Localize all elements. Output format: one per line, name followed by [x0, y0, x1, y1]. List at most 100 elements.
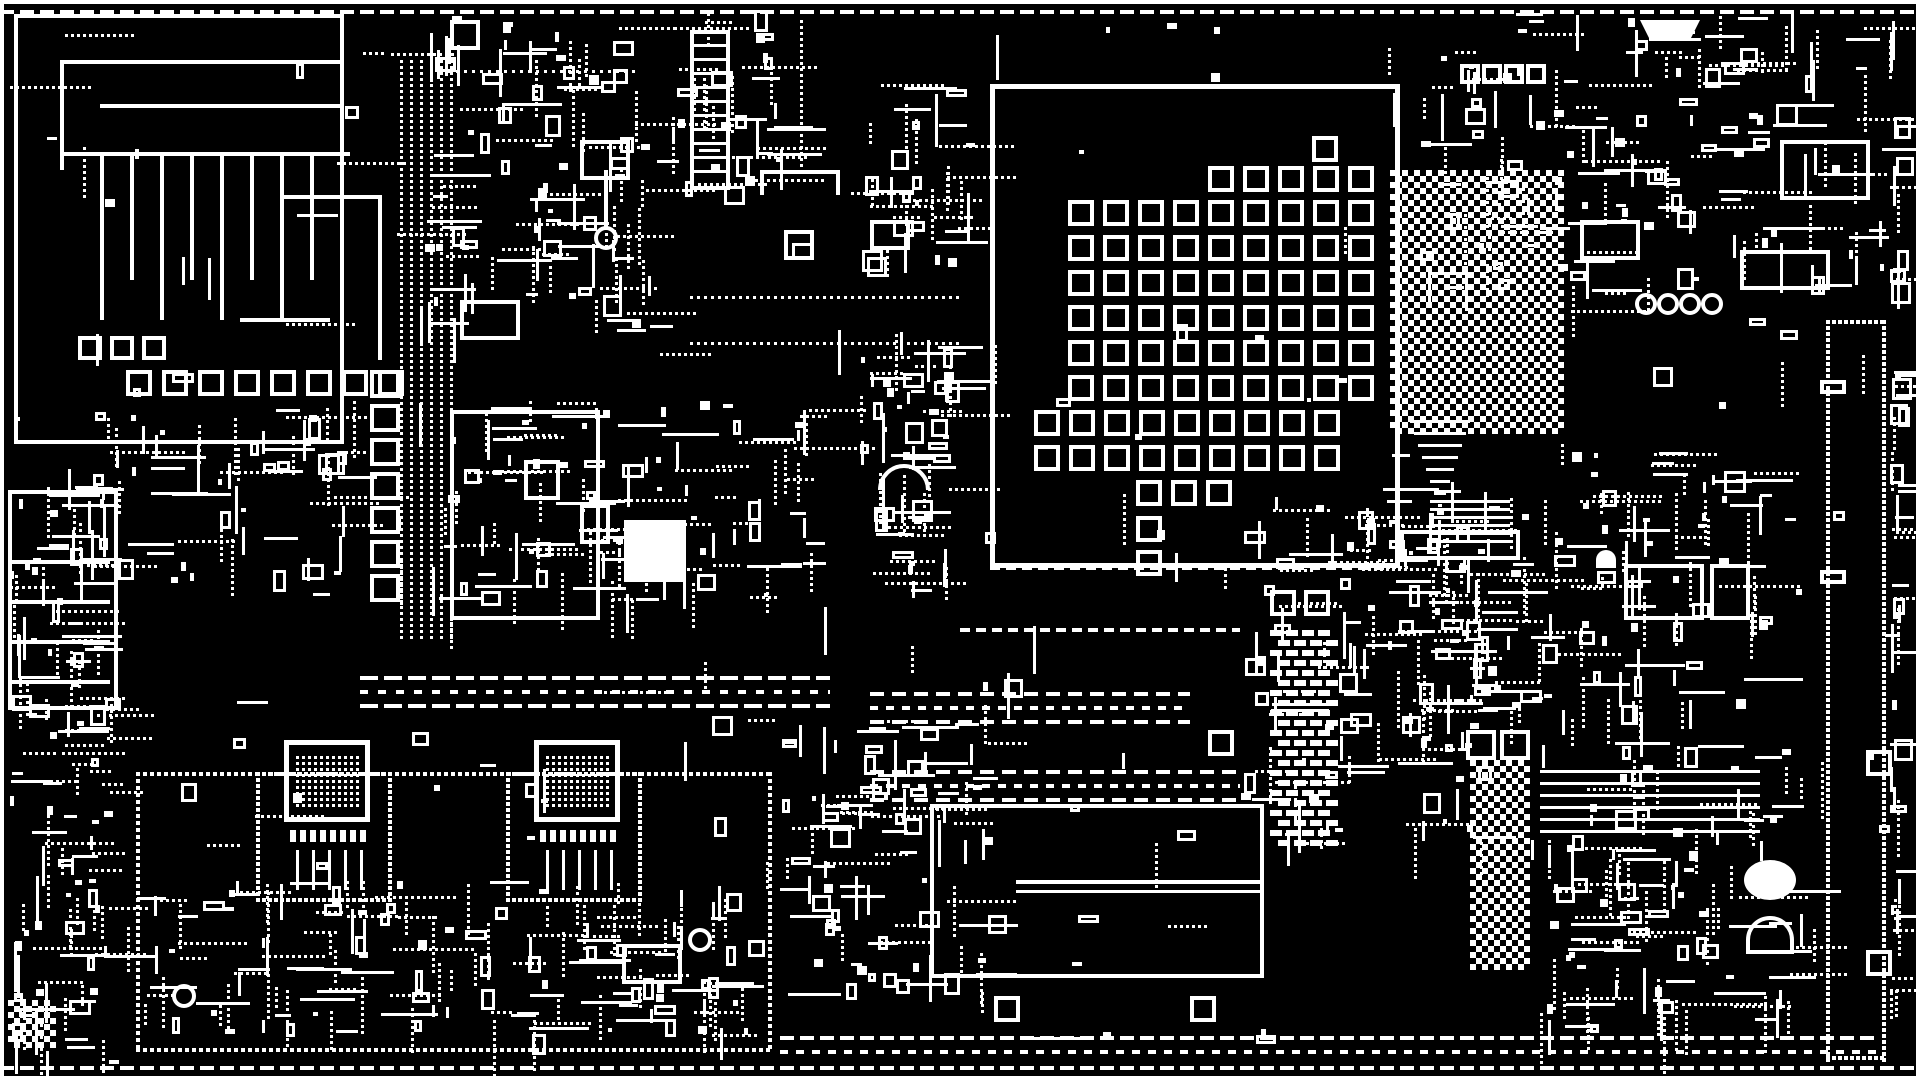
- left-detail: [49, 494, 100, 497]
- left-detail: [107, 869, 110, 872]
- rm-detail: [1675, 619, 1678, 622]
- strip-detail: [716, 27, 719, 30]
- rm-detail: [1417, 682, 1420, 685]
- ur-detail: [1555, 124, 1558, 127]
- ur-detail: [1666, 215, 1669, 218]
- ur-detail: [1698, 85, 1701, 88]
- bus-line: [410, 198, 413, 201]
- bus-line: [400, 318, 403, 321]
- dither-cell: [1420, 236, 1426, 242]
- ur-detail: [1816, 227, 1819, 230]
- ulc-detail: [627, 242, 630, 245]
- left-detail: [93, 947, 96, 950]
- loop-dots: [1882, 542, 1886, 546]
- ulc-detail: [588, 88, 591, 91]
- dither-cell: [1462, 206, 1468, 212]
- loop-dots: [1826, 776, 1830, 780]
- bus-line: [440, 180, 443, 183]
- rl-detail: [1787, 1019, 1790, 1022]
- ur-detail: [1520, 231, 1523, 234]
- ulc-detail: [534, 226, 539, 233]
- left-detail: [47, 821, 50, 824]
- rm-detail: [1623, 495, 1626, 498]
- hooks-dotted: [942, 296, 945, 299]
- loop-dots: [1826, 722, 1830, 726]
- dither-cell: [1408, 200, 1414, 206]
- loop-dots: [1850, 320, 1854, 324]
- dither-cell: [1408, 248, 1414, 254]
- bus-line: [430, 402, 433, 405]
- ulc-detail: [631, 146, 634, 149]
- dither-cell: [1500, 802, 1506, 808]
- rm-detail: [1549, 614, 1552, 641]
- dither-cell: [1528, 368, 1534, 374]
- rm-detail: [1542, 644, 1558, 664]
- ulc-detail: [595, 318, 598, 321]
- ulc-detail: [592, 193, 595, 196]
- dither-cell: [1510, 230, 1516, 236]
- hooks-detail: [881, 84, 884, 87]
- loop-dots: [1882, 932, 1886, 936]
- maze-detail: [327, 497, 330, 500]
- dither-cell: [1504, 392, 1510, 398]
- rm-detail: [1617, 495, 1620, 498]
- rl-detail: [1724, 803, 1727, 806]
- ur-detail: [1604, 213, 1607, 216]
- ulc-detail: [585, 62, 588, 65]
- dither-cell: [1510, 170, 1516, 176]
- ulc-detail: [631, 27, 634, 30]
- strip-detail: [712, 112, 715, 115]
- matrix-base-trace: [1006, 566, 1016, 570]
- ulc-detail: [601, 81, 616, 93]
- left-detail: [70, 548, 83, 566]
- dither-cell: [1476, 850, 1482, 856]
- hooks-dotted: [711, 296, 714, 299]
- ur-detail: [1444, 153, 1447, 156]
- dither-cell: [1492, 236, 1498, 242]
- ulc-detail: [589, 75, 599, 85]
- top-dashed-rail: [220, 10, 234, 14]
- left-detail: [65, 1038, 88, 1041]
- maze-detail: [250, 471, 253, 474]
- ulc-detail: [643, 27, 646, 30]
- hooks-detail: [970, 216, 973, 219]
- ur-detail: [1749, 191, 1752, 194]
- left-detail: [109, 1060, 119, 1064]
- strip-detail: [703, 96, 706, 99]
- top-dashed-rail: [1460, 10, 1474, 14]
- ur-detail: [1464, 220, 1467, 223]
- dither-cell: [1528, 308, 1534, 314]
- ur-detail: [1809, 211, 1812, 214]
- ulc-detail: [462, 245, 469, 250]
- ur-detail: [1854, 153, 1857, 156]
- loop-dots: [1832, 1056, 1836, 1060]
- edge-detail: [1912, 597, 1915, 600]
- ur-detail: [1560, 125, 1563, 128]
- ur-detail: [1486, 195, 1489, 198]
- edge-detail: [1893, 441, 1896, 444]
- bus-line: [410, 174, 413, 177]
- left-detail: [40, 1054, 43, 1057]
- ur-detail: [1727, 64, 1730, 67]
- ur-detail: [1666, 161, 1669, 164]
- rm-detail: [1477, 579, 1480, 582]
- bus-line: [450, 246, 453, 249]
- ur-detail: [1743, 271, 1746, 274]
- dither-cell: [1524, 814, 1530, 820]
- strip-detail: [705, 91, 708, 94]
- bus-line: [410, 486, 413, 489]
- loop-dots: [1882, 578, 1886, 582]
- rl-detail: [1614, 883, 1617, 886]
- matrix-cell: [1313, 235, 1339, 261]
- left-detail: [122, 622, 125, 625]
- bus-line: [400, 294, 403, 297]
- ur-detail: [1769, 62, 1772, 65]
- bus-line: [420, 186, 423, 189]
- bus-line: [440, 360, 443, 363]
- dither-cell: [1420, 296, 1426, 302]
- maze-detail: [131, 415, 136, 421]
- maze-detail: [302, 564, 324, 580]
- rm-detail: [1689, 604, 1692, 607]
- edge-detail: [1897, 800, 1900, 803]
- bus-line: [440, 576, 443, 579]
